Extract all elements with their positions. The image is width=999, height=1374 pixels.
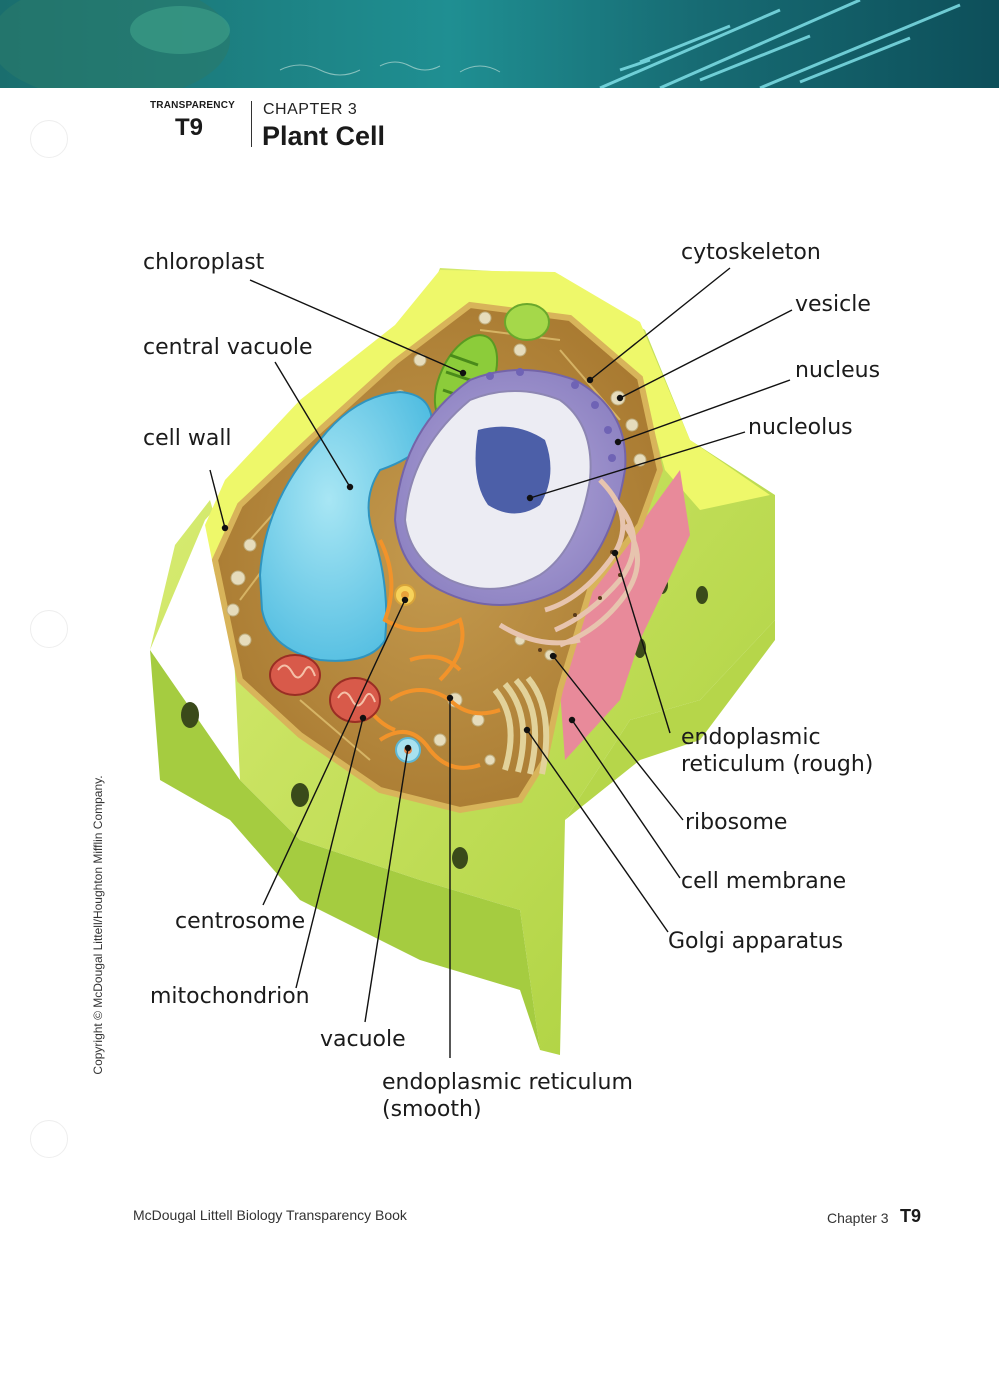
label-golgi-apparatus: Golgi apparatus <box>668 929 844 954</box>
header-banner-image <box>0 0 999 88</box>
label-vesicle: vesicle <box>795 292 871 317</box>
label-er-rough-line1: endoplasmic <box>681 725 821 750</box>
label-nucleus: nucleus <box>795 358 881 383</box>
binder-hole-mark <box>30 610 68 648</box>
label-vacuole: vacuole <box>320 1027 406 1052</box>
label-er-smooth-line1: endoplasmic reticulum <box>382 1070 633 1095</box>
page-title: Plant Cell <box>262 121 386 151</box>
label-cell-membrane: cell membrane <box>681 869 847 894</box>
label-ribosome: ribosome <box>685 810 788 835</box>
label-centrosome: centrosome <box>175 909 306 934</box>
label-er-rough-line2: reticulum (rough) <box>681 752 874 777</box>
footer-book-title: McDougal Littell Biology Transparency Bo… <box>133 1207 407 1223</box>
mitochondria <box>269 654 381 723</box>
label-er-smooth-line2: (smooth) <box>382 1097 482 1122</box>
label-cytoskeleton: cytoskeleton <box>681 240 821 265</box>
footer-transparency-code: T9 <box>900 1206 922 1226</box>
chapter-label: CHAPTER 3 <box>263 101 358 118</box>
label-nucleolus: nucleolus <box>748 415 853 440</box>
central-vacuole <box>258 390 433 662</box>
label-mitochondrion: mitochondrion <box>150 984 310 1009</box>
centrosome <box>394 584 416 606</box>
label-central-vacuole: central vacuole <box>143 335 313 360</box>
golgi-apparatus <box>492 676 550 775</box>
transparency-code: T9 <box>174 114 203 141</box>
nucleus <box>393 368 627 606</box>
copyright-notice: Copyright © McDougal Littell/Houghton Mi… <box>91 775 105 1075</box>
binder-hole-mark <box>30 1120 68 1158</box>
transparency-label: TRANSPARENCY <box>150 100 235 111</box>
header-divider <box>251 101 252 147</box>
leader-lines <box>209 267 793 1058</box>
cell-membrane <box>560 470 690 760</box>
binder-hole-mark <box>30 120 68 158</box>
label-cell-wall: cell wall <box>143 426 232 451</box>
rough-er <box>498 478 640 648</box>
footer-chapter: Chapter 3 <box>827 1210 889 1226</box>
label-chloroplast: chloroplast <box>143 250 265 275</box>
